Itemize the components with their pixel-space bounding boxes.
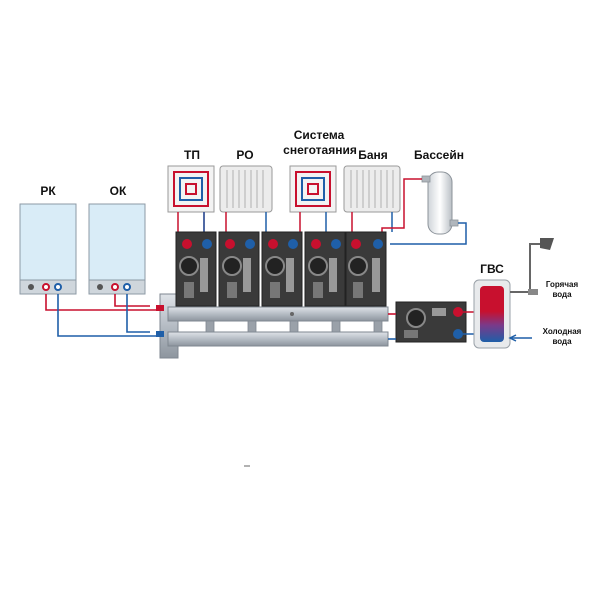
- label-ok: ОК: [109, 184, 127, 198]
- pool-heat-exchanger: [381, 171, 467, 245]
- label-snow-line2: снеготаяния: [283, 143, 357, 157]
- label-tp: ТП: [184, 148, 200, 162]
- pump-module-4: [304, 231, 346, 307]
- label-banya: Баня: [358, 148, 388, 162]
- label-ro: РО: [236, 148, 254, 162]
- label-rk: РК: [40, 184, 56, 198]
- pump-modules: [175, 231, 467, 343]
- radiator-ro: [219, 165, 273, 232]
- pump-module-1: [175, 231, 217, 307]
- boiler-ok: [88, 203, 146, 295]
- label-cold-water-line2: вода: [552, 337, 572, 346]
- boiler-pipes: [45, 294, 162, 337]
- dhw-tank: [473, 279, 511, 349]
- snow-melting-coil: [289, 165, 337, 232]
- pump-module-3: [261, 231, 303, 307]
- pump-module-dhw: [395, 301, 467, 343]
- label-snow-line1: Система: [293, 128, 345, 142]
- cold-water-inlet: [508, 334, 532, 342]
- label-gvs: ГВС: [480, 262, 504, 276]
- label-cold-water-line1: Холодная: [542, 327, 582, 336]
- floor-heating-coil-tp: [167, 165, 215, 232]
- pump-module-5: [345, 231, 387, 307]
- shower-head-icon: [510, 238, 554, 295]
- label-pool: Бассейн: [414, 148, 464, 162]
- label-hot-water-line2: вода: [552, 290, 572, 299]
- label-hot-water-line1: Горячая: [545, 280, 579, 289]
- pump-module-2: [218, 231, 260, 307]
- boiler-rk: [19, 203, 77, 295]
- radiator-banya: [343, 165, 401, 232]
